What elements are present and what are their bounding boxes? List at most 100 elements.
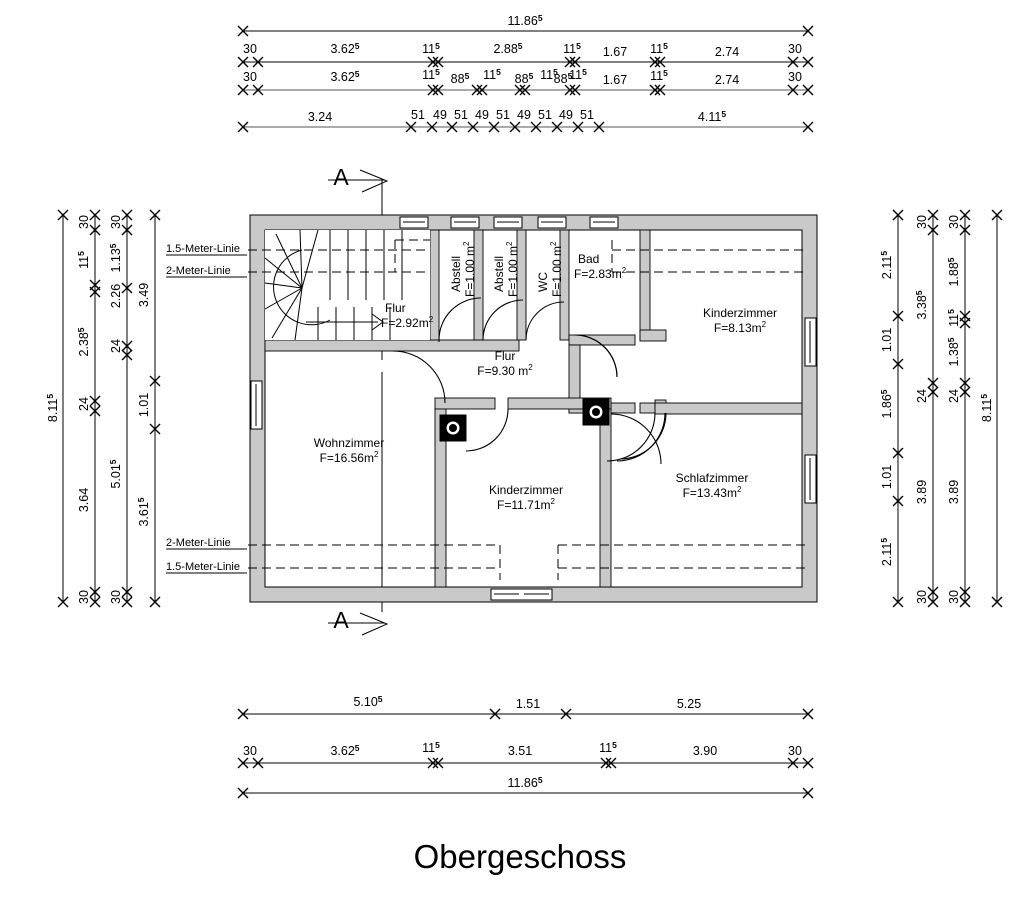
svg-text:30: 30: [915, 590, 929, 604]
svg-text:30: 30: [947, 215, 961, 229]
dim-b1-s1: 1.51: [516, 697, 540, 711]
top-dim-row-3: 30 3.625 115 885 115 885 115 885 115 1.6…: [237, 67, 814, 96]
staircase: [264, 229, 430, 341]
left-dimension-chains: 8.115 30 115 2.385 24 3.64 30: [45, 209, 161, 608]
svg-text:115: 115: [599, 740, 617, 755]
left-dim-col-total: 8.115: [45, 209, 69, 608]
dim-l3-s0: 30: [109, 215, 123, 229]
svg-text:5.015: 5.015: [108, 459, 123, 488]
dim-r3-s2-sup: 5: [946, 309, 956, 314]
svg-text:115: 115: [422, 67, 440, 82]
svg-text:115: 115: [422, 41, 440, 56]
svg-text:2.385: 2.385: [76, 327, 91, 356]
dim-b2-s6: 30: [788, 744, 802, 758]
dim-r1-s2-sup: 5: [879, 389, 889, 394]
dim-t3-s1: 3.62: [330, 70, 354, 84]
slope-line-labels-bottom: 2-Meter-Linie 1.5-Meter-Linie: [166, 537, 247, 574]
doors: [392, 297, 667, 465]
room-label-wc: WC F=1.00 m2: [536, 241, 564, 297]
room-label-wohnzimmer: Wohnzimmer F=16.56m2: [314, 436, 384, 465]
room-label-schlafzimmer: Schlafzimmer F=13.43m2: [676, 471, 749, 500]
dim-r3-s5: 3.89: [947, 480, 961, 504]
svg-text:1.67: 1.67: [603, 73, 627, 87]
dim-r1-s1: 1.01: [880, 328, 894, 352]
room-label-flur-main: Flur F=9.30 m2: [477, 349, 533, 378]
dim-t3-s7: 88: [554, 72, 568, 86]
window-right-2: [804, 454, 817, 504]
dim-t3-s3: 88: [451, 72, 465, 86]
dim-t3-s11: 2.74: [715, 73, 739, 87]
dim-r1-s4-sup: 5: [879, 538, 889, 543]
room-area-kinderzimmer-lower: F=11.71m: [497, 498, 550, 512]
dim-r2-s4: 30: [915, 590, 929, 604]
svg-text:2.26: 2.26: [109, 284, 123, 308]
top-dim-row-2: 30 3.625 115 2.885 115 1.67 115 2.74 30: [237, 41, 814, 68]
dim-r4-total: 8.11: [980, 399, 994, 422]
svg-text:49: 49: [517, 108, 531, 122]
room-label-kinderzimmer-upper: Kinderzimmer F=8.13m2: [703, 306, 777, 335]
dim-l4-s2: 3.61: [137, 502, 151, 526]
svg-text:30: 30: [77, 215, 91, 229]
dim-t2-s0: 30: [243, 42, 257, 56]
dim-b2-s3: 3.51: [508, 744, 532, 758]
dim-l3-s4-sup: 5: [108, 459, 118, 464]
room-area-flur-small: F=2.92m: [381, 316, 429, 330]
dim-r2-s1-sup: 5: [914, 290, 924, 295]
dim-t3-s9: 1.67: [603, 73, 627, 87]
svg-text:3.625: 3.625: [330, 69, 359, 84]
dim-l2-s0: 30: [77, 215, 91, 229]
svg-text:51: 51: [538, 108, 552, 122]
dim-l2-s1-sup: 5: [76, 251, 86, 256]
dim-b2-s2-sup: 5: [435, 740, 440, 750]
room-name-wohnzimmer: Wohnzimmer: [314, 436, 384, 450]
section-marker-top: A: [328, 164, 389, 193]
dim-t2-s6-sup: 5: [663, 41, 668, 51]
dim-t2-s1: 3.62: [330, 42, 354, 56]
svg-text:115: 115: [650, 68, 668, 83]
svg-text:8.115: 8.115: [979, 394, 994, 422]
dim-b2-s4: 11: [599, 741, 612, 755]
dim-r1-s0: 2.11: [880, 256, 894, 279]
dim-r1-s2: 1.86: [880, 394, 894, 418]
svg-text:1.67: 1.67: [603, 45, 627, 59]
window-left: [250, 380, 263, 430]
svg-text:30: 30: [243, 744, 257, 758]
chimney-left: [439, 414, 467, 442]
dim-b2-s1: 3.62: [330, 744, 354, 758]
dim-l3-s3: 24: [109, 339, 123, 353]
chimney-right: [582, 398, 610, 426]
dim-b3-total: 11.86: [507, 776, 537, 790]
dim-t4-s3: 51: [454, 108, 468, 122]
dim-t2-s4: 11: [563, 42, 576, 56]
dim-t3-s2: 11: [422, 68, 435, 82]
svg-text:3.385: 3.385: [914, 290, 929, 319]
dim-r3-s2: 11: [947, 314, 961, 327]
dim-l2-s3: 24: [77, 397, 91, 411]
room-area-abstell-1: F=1.00 m: [463, 246, 477, 297]
right-dimension-chains: 2.115 1.01 1.865 1.01 2.115 30 3.385 24 …: [879, 209, 1003, 608]
dim-t3-s4: 11: [483, 68, 496, 82]
svg-text:F=16.56m2: F=16.56m2: [320, 450, 379, 465]
room-label-flur-small: Flur F=2.92m2: [381, 301, 434, 330]
svg-text:30: 30: [788, 42, 802, 56]
dim-b2-s2: 11: [422, 741, 435, 755]
dim-r2-s0: 30: [915, 215, 929, 229]
dim-t3-s2-sup: 5: [435, 67, 440, 77]
dim-t4-s2: 49: [433, 108, 447, 122]
room-name-abstell-1: Abstell: [449, 256, 463, 292]
room-area-abstell-2: F=1.00 m: [506, 246, 520, 297]
svg-text:885: 885: [451, 71, 470, 86]
dim-r3-s1-sup: 5: [946, 257, 956, 262]
dim-t4-s5: 51: [496, 108, 510, 122]
room-area-flur-main: F=9.30 m2: [477, 363, 533, 378]
svg-text:F=1.00 m2: F=1.00 m2: [462, 241, 477, 297]
svg-text:1.885: 1.885: [946, 257, 961, 286]
svg-text:F=11.71m2: F=11.71m2: [497, 497, 555, 512]
dim-t2-s4-sup: 5: [576, 41, 581, 51]
svg-text:1.01: 1.01: [137, 393, 151, 417]
svg-text:3.625: 3.625: [330, 743, 359, 758]
chimney-symbols: [439, 398, 610, 442]
svg-text:11.865: 11.865: [507, 13, 542, 28]
svg-text:30: 30: [109, 215, 123, 229]
label-2-meter-linie-bottom: 2-Meter-Linie: [166, 537, 231, 549]
